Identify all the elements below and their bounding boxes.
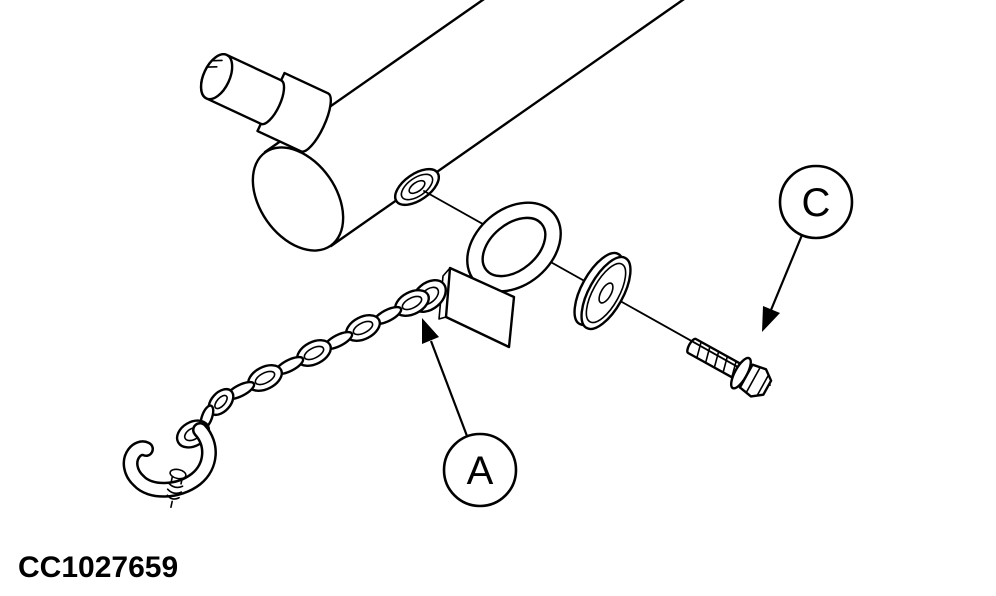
mounting-hole-grommet	[394, 167, 440, 207]
grommet-hole	[408, 179, 426, 195]
d-ring-inner	[481, 216, 547, 278]
callout-a-arrow-head	[422, 318, 439, 344]
callout-c-arrow-line	[769, 234, 804, 311]
d-ring	[466, 201, 562, 293]
chain-link-hole	[254, 370, 276, 386]
bolt-shank-outline	[686, 337, 745, 381]
callout-a-circle	[442, 432, 518, 508]
chain-link-hole	[303, 345, 325, 361]
callout-a-arrow-line	[429, 340, 469, 437]
spring-pin-head	[169, 468, 187, 480]
chain-link-hole	[401, 295, 423, 311]
bolt-threads	[696, 341, 737, 379]
callout-c-circle	[778, 164, 854, 240]
callout-a: A	[422, 318, 518, 508]
safety-chain	[199, 289, 430, 430]
callout-c-label: C	[802, 181, 831, 225]
pin-step-rim	[259, 79, 286, 126]
pin-end-slot	[207, 59, 223, 68]
callout-c-arrow-head	[762, 306, 780, 332]
grab-hook	[122, 419, 217, 509]
bolt-head-facets	[745, 366, 769, 396]
spring-pin-coils	[166, 482, 184, 509]
chain-link-hole	[214, 394, 228, 410]
hitch-pin	[199, 53, 332, 153]
figure-code: CC1027659	[18, 551, 178, 584]
pin-end-face	[199, 53, 234, 101]
washer-hole	[598, 282, 614, 304]
drawbar-tube	[251, 0, 685, 252]
spring-pin-neck	[170, 476, 183, 485]
hook-body-fill	[125, 424, 215, 496]
hook-spring-pin	[166, 468, 187, 509]
flat-washer	[573, 251, 632, 331]
bracket-plate	[444, 266, 516, 349]
flange-bolt	[686, 337, 773, 398]
callout-c: C	[762, 164, 854, 332]
tube-end-cap	[251, 146, 345, 252]
chain-link-hole	[352, 320, 374, 336]
callout-a-label: A	[467, 449, 494, 493]
